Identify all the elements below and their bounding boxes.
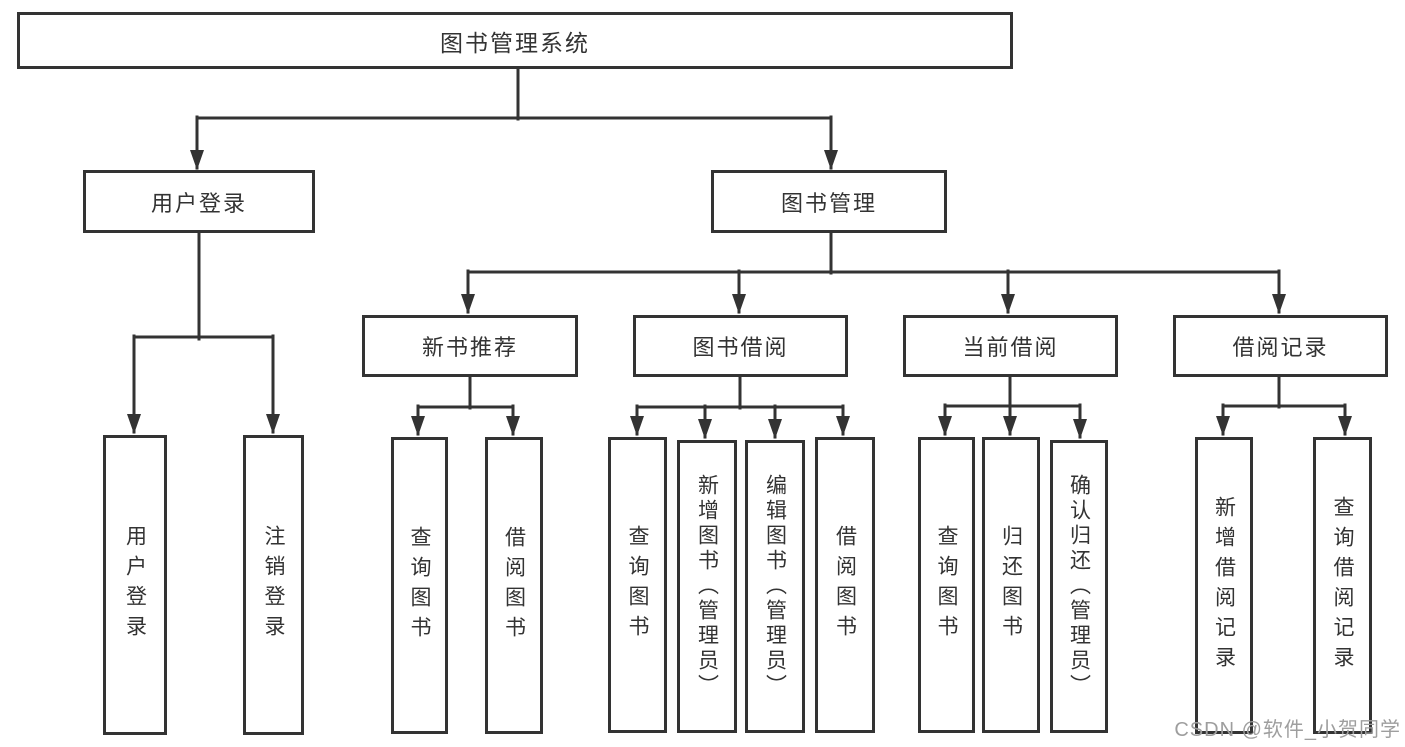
leaf-query-book-3: 查询图书 <box>918 437 975 733</box>
leaf-label: 借阅图书 <box>502 525 526 646</box>
leaf-borrow-book-2: 借阅图书 <box>815 437 875 733</box>
leaf-borrow-book-1: 借阅图书 <box>485 437 543 734</box>
leaf-edit-book-admin: 编辑图书（管理员） <box>745 440 805 733</box>
leaf-label: 借阅图书 <box>833 525 857 645</box>
leaf-label: 注销登录 <box>262 525 285 645</box>
node-label: 借阅记录 <box>1232 335 1329 360</box>
leaf-query-borrow-record: 查询借阅记录 <box>1313 437 1372 734</box>
node-borrow-record: 借阅记录 <box>1173 315 1388 377</box>
leaf-query-book-1: 查询图书 <box>391 437 448 734</box>
node-label: 新书推荐 <box>421 335 518 360</box>
node-label: 用户登录 <box>150 190 247 216</box>
leaf-confirm-return-admin: 确认归还（管理员） <box>1050 440 1108 733</box>
csdn-watermark: CSDN @软件_小贺同学 <box>1174 719 1401 741</box>
node-root-system: 图书管理系统 <box>17 12 1013 69</box>
leaf-label: 用户登录 <box>123 525 147 645</box>
leaf-logout: 注销登录 <box>243 435 304 735</box>
leaf-add-borrow-record: 新增借阅记录 <box>1195 437 1253 734</box>
node-label: 图书管理 <box>780 190 877 216</box>
node-label: 当前借阅 <box>962 335 1059 360</box>
leaf-label: 归还图书 <box>999 525 1023 645</box>
node-current-borrow: 当前借阅 <box>903 315 1118 377</box>
leaf-label: 确认归还（管理员） <box>1067 474 1091 699</box>
leaf-label: 新增图书（管理员） <box>695 474 719 699</box>
leaf-user-login: 用户登录 <box>103 435 167 735</box>
node-new-book-recommend: 新书推荐 <box>362 315 578 377</box>
leaf-label: 查询借阅记录 <box>1331 495 1354 676</box>
leaf-label: 编辑图书（管理员） <box>763 474 787 699</box>
leaf-add-book-admin: 新增图书（管理员） <box>677 440 737 733</box>
node-book-management-module: 图书管理 <box>711 170 947 233</box>
node-label: 图书借阅 <box>692 335 789 360</box>
leaf-label: 查询图书 <box>935 525 958 645</box>
leaf-query-book-2: 查询图书 <box>608 437 667 733</box>
leaf-label: 查询图书 <box>408 525 431 646</box>
node-root-label: 图书管理系统 <box>440 29 590 56</box>
leaf-label: 查询图书 <box>626 525 649 645</box>
node-book-borrow: 图书借阅 <box>633 315 848 377</box>
node-user-login-module: 用户登录 <box>83 170 315 233</box>
leaf-label: 新增借阅记录 <box>1212 495 1236 676</box>
leaf-return-book: 归还图书 <box>982 437 1040 733</box>
